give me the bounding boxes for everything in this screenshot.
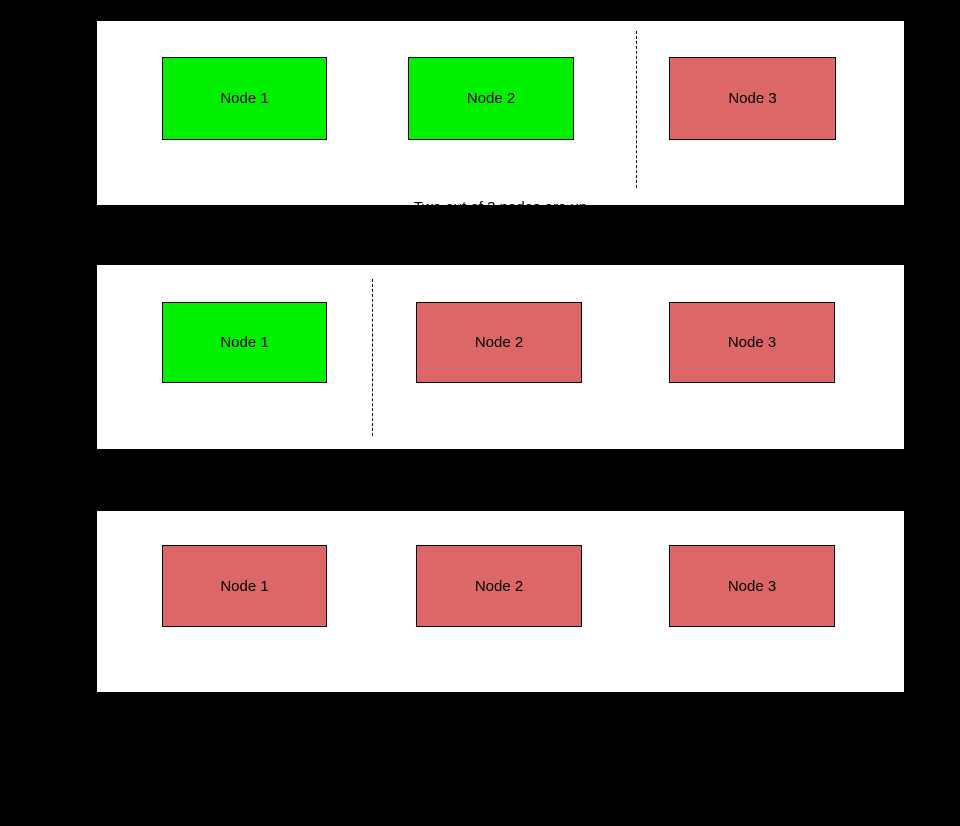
- panel-two-nodes-down: Node 1 Node 2 Node 3 Two out of 3 nodes …: [96, 264, 905, 533]
- caption-line-1: Two out of 3 nodes are up: [413, 199, 588, 216]
- panel-all-nodes-down: Node 1 Node 2 Node 3 All Nodes are down …: [96, 510, 905, 777]
- panel-two-nodes-up: Node 1 Node 2 Node 3 Two out of 3 nodes …: [96, 20, 905, 285]
- node-1-box: Node 1: [162, 302, 327, 383]
- node-2-box: Node 2: [408, 57, 574, 140]
- node-3-label: Node 3: [727, 334, 777, 351]
- node-3-box: Node 3: [669, 302, 835, 383]
- node-3-box: Node 3: [669, 545, 835, 627]
- node-3-label: Node 3: [728, 90, 777, 107]
- node-3-label: Node 3: [727, 577, 777, 595]
- node-1-box: Node 1: [162, 545, 327, 627]
- node-1-label: Node 1: [220, 334, 269, 351]
- caption-line-1: Two out of 3 nodes are down: [404, 447, 597, 464]
- partition-divider-line: [372, 279, 373, 436]
- partition-divider-line: [636, 31, 637, 188]
- node-1-box: Node 1: [162, 57, 327, 140]
- cluster-quorum-diagram: { "colors": { "background": "#000000", "…: [96, 20, 905, 777]
- node-1-label: Node 1: [220, 577, 269, 595]
- node-1-label: Node 1: [220, 90, 269, 107]
- node-2-label: Node 2: [474, 334, 524, 351]
- panel-caption: All Nodes are down Majority Fails & Clus…: [97, 642, 904, 826]
- node-2-label: Node 2: [474, 577, 524, 595]
- caption-line-2: Majority Fails & Cluster Stops: [402, 760, 599, 777]
- node-2-box: Node 2: [416, 302, 582, 383]
- node-2-label: Node 2: [466, 90, 516, 107]
- node-2-box: Node 2: [416, 545, 582, 627]
- caption-line-1: All Nodes are down: [435, 691, 566, 708]
- node-3-box: Node 3: [669, 57, 836, 140]
